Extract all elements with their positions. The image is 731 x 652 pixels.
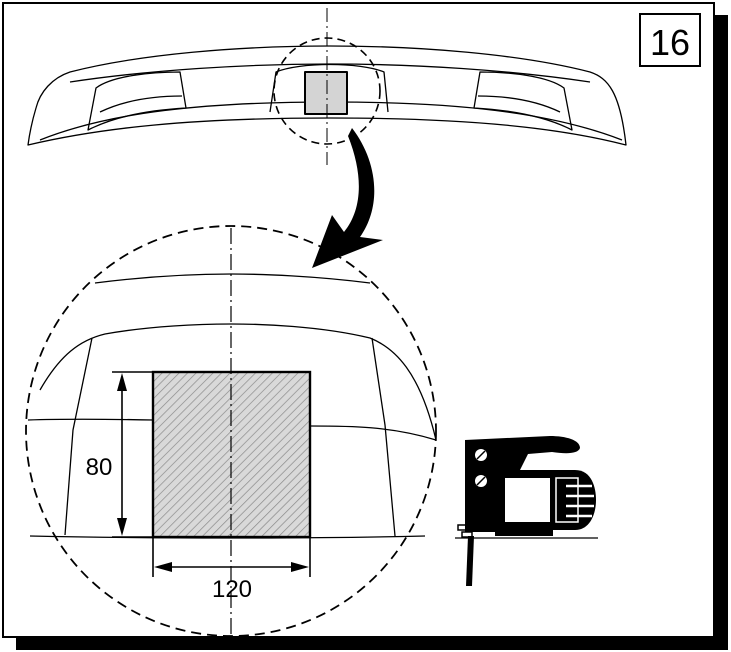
height-label: 80	[86, 454, 113, 481]
frame-border	[2, 2, 715, 638]
jigsaw-icon	[455, 436, 598, 586]
dimension-width	[152, 537, 311, 577]
bumper-overview	[27, 45, 627, 146]
step-number-box: 16	[639, 13, 701, 67]
width-label: 120	[212, 576, 252, 603]
detail-view	[25, 225, 437, 637]
cutout-preview	[304, 71, 348, 115]
step-number: 16	[650, 22, 690, 63]
detail-circle	[25, 225, 437, 637]
curved-arrow-icon	[312, 128, 383, 268]
dimension-height	[112, 371, 153, 538]
